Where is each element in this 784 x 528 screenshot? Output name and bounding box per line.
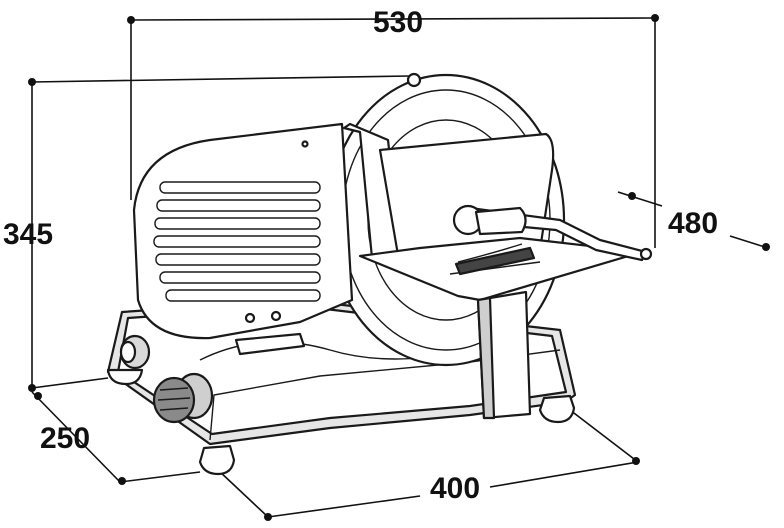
pusher-handle [452,204,653,262]
dimension-label-depth: 480 [668,207,718,240]
carriage-column [476,290,532,420]
feet [106,368,576,476]
meat-slicer [106,72,653,476]
dimension-label-base-width: 400 [430,472,480,505]
vent-slots [153,181,321,302]
thickness-knob [152,372,214,424]
dimension-label-base-depth: 250 [40,422,90,455]
body-cover [132,122,354,356]
dimension-label-width: 530 [373,6,423,39]
switch-knob [119,334,151,370]
dimension-label-height: 345 [3,218,53,251]
dimension-lines [28,14,770,521]
